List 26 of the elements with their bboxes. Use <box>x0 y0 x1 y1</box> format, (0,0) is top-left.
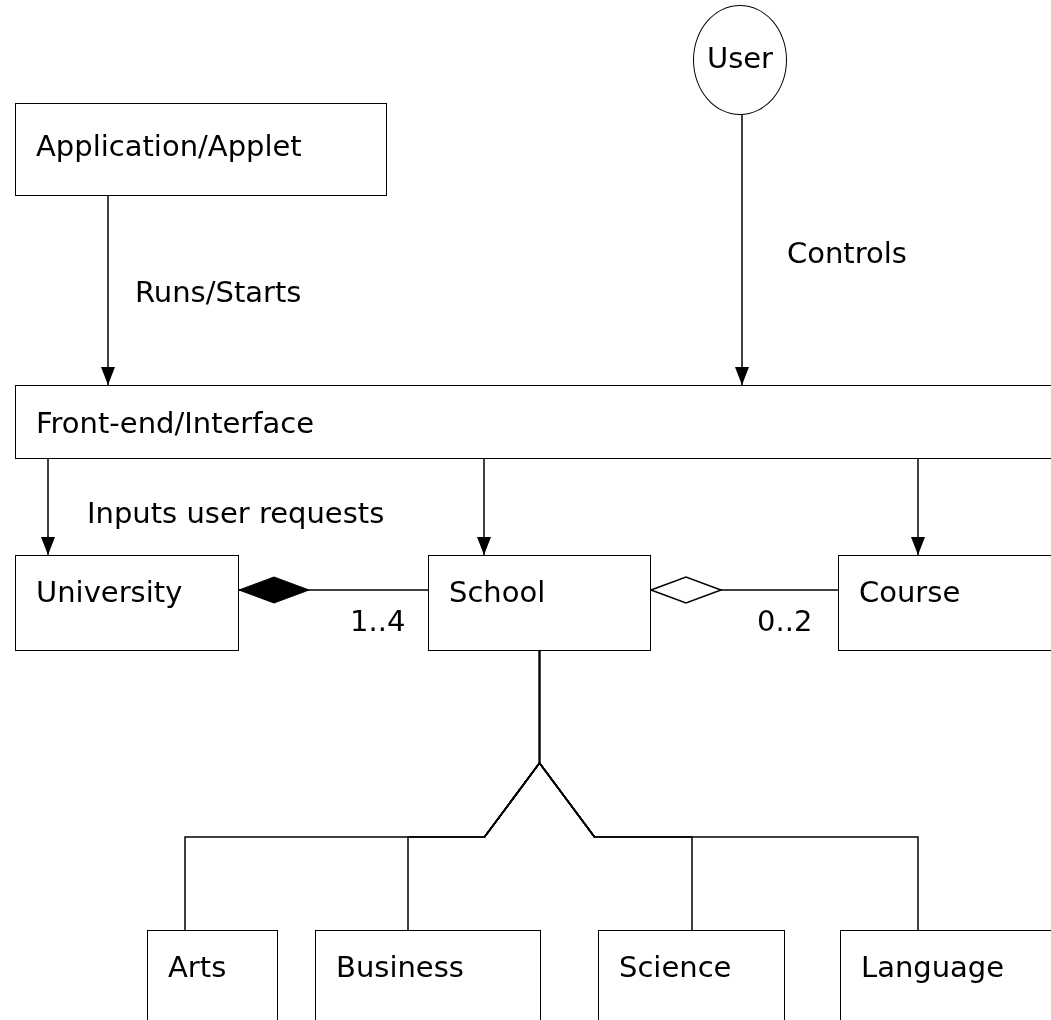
class-box <box>598 930 785 1020</box>
node-label: Arts <box>168 953 227 982</box>
node-label: Language <box>861 953 1005 982</box>
class-box <box>315 930 541 1020</box>
node-label: Front-end/Interface <box>36 409 315 438</box>
aggregation-line <box>650 576 839 604</box>
arrow <box>41 458 55 556</box>
node-label: Application/Applet <box>36 132 302 161</box>
interface-box <box>15 385 1051 459</box>
arrow <box>735 114 749 386</box>
arrow <box>477 458 491 556</box>
node-label: Science <box>619 953 732 982</box>
class-box <box>15 555 239 651</box>
node-label: School <box>449 578 546 607</box>
node-label: Business <box>336 953 464 982</box>
arrow <box>911 458 925 556</box>
node-label: User <box>705 44 775 73</box>
generalization-line <box>483 650 919 931</box>
arrow <box>101 195 115 386</box>
class-box <box>15 103 387 196</box>
class-box <box>838 555 1051 651</box>
node-label: University <box>36 578 183 607</box>
composition-line <box>238 576 429 604</box>
class-box <box>428 555 651 651</box>
node-label: Course <box>859 578 961 607</box>
class-box <box>147 930 278 1020</box>
